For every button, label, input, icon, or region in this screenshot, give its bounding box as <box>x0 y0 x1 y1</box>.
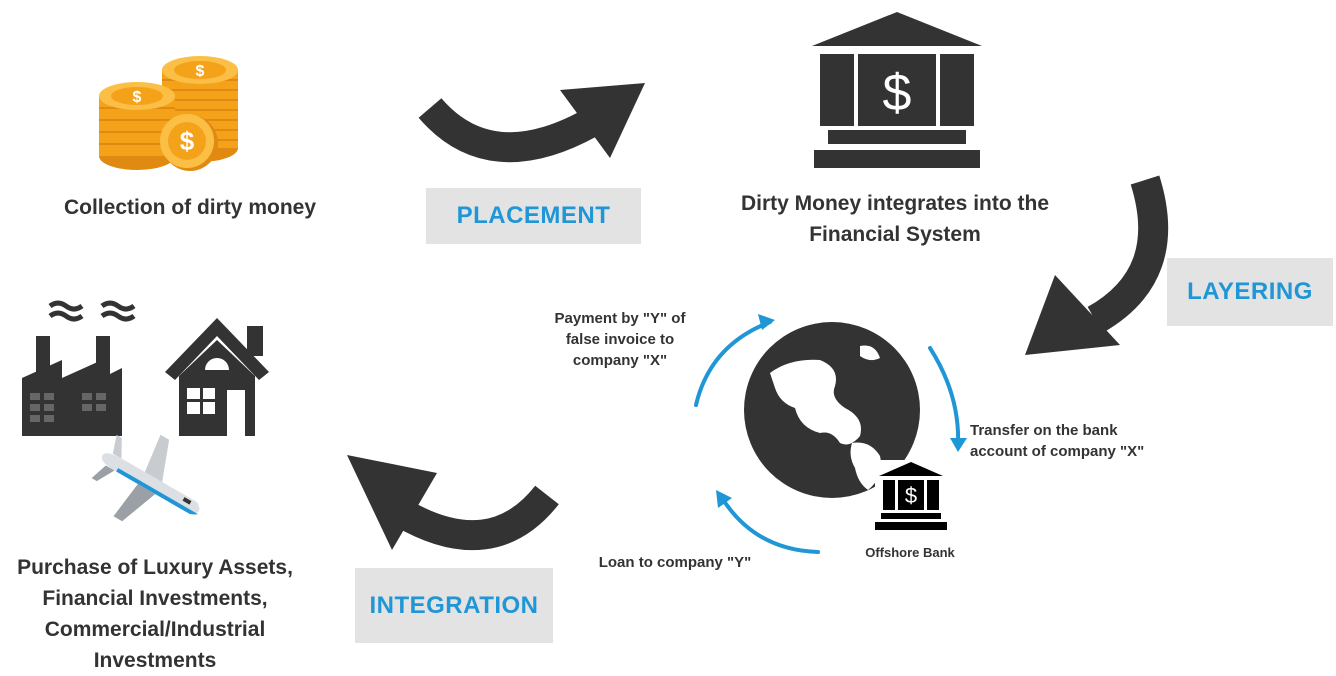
globe-icon <box>744 322 920 498</box>
integration-stage-box: INTEGRATION <box>355 568 553 643</box>
purchase-label-line2: Financial Investments, <box>42 587 268 610</box>
transfer-label-line2: account of company "X" <box>970 443 1145 460</box>
integrates-label-line1: Dirty Money integrates into the <box>740 192 1050 215</box>
purchase-label-line1: Purchase of Luxury Assets, <box>17 556 293 579</box>
purchase-label: Purchase of Luxury Assets, Financial Inv… <box>0 552 310 676</box>
cycle-arrow-bottom <box>720 496 820 554</box>
payment-label-line3: company "X" <box>572 352 668 369</box>
placement-arrow-icon <box>418 83 645 163</box>
bank-dollar-sign: $ <box>883 64 912 122</box>
integration-arrow-icon <box>347 455 559 551</box>
cycle-arrow-top-left <box>694 320 772 407</box>
payment-label-line1: Payment by "Y" of <box>554 310 686 327</box>
offshore-dollar-sign: $ <box>905 483 917 508</box>
coins-icon: $ $ $ <box>99 56 238 171</box>
airplane-icon <box>91 434 200 522</box>
svg-text:$: $ <box>196 63 205 80</box>
transfer-label-line1: Transfer on the bank <box>970 422 1118 439</box>
offshore-bank-icon: $ <box>875 460 947 532</box>
transfer-label: Transfer on the bank account of company … <box>970 420 1170 462</box>
purchase-label-line3: Commercial/Industrial <box>44 618 266 641</box>
payment-label: Payment by "Y" of false invoice to compa… <box>540 308 700 371</box>
layering-stage-box: LAYERING <box>1167 258 1333 326</box>
collection-label: Collection of dirty money <box>63 196 317 219</box>
loan-label: Loan to company "Y" <box>598 554 752 571</box>
bank-icon: $ <box>812 12 982 168</box>
integrates-label-line2: Financial System <box>809 223 981 246</box>
offshore-bank-label: Offshore Bank <box>865 545 955 560</box>
svg-text:$: $ <box>180 126 195 156</box>
cycle-arrow-right <box>928 346 961 447</box>
svg-text:$: $ <box>133 89 142 106</box>
placement-stage-box: PLACEMENT <box>426 188 641 244</box>
factory-icon <box>22 300 136 436</box>
cycle-arrows <box>694 314 967 554</box>
purchase-label-line4: Investments <box>93 649 217 672</box>
house-icon <box>165 318 269 436</box>
layering-arrow-icon <box>1025 175 1169 355</box>
payment-label-line2: false invoice to <box>565 331 675 348</box>
integrates-label: Dirty Money integrates into the Financia… <box>700 188 1090 250</box>
